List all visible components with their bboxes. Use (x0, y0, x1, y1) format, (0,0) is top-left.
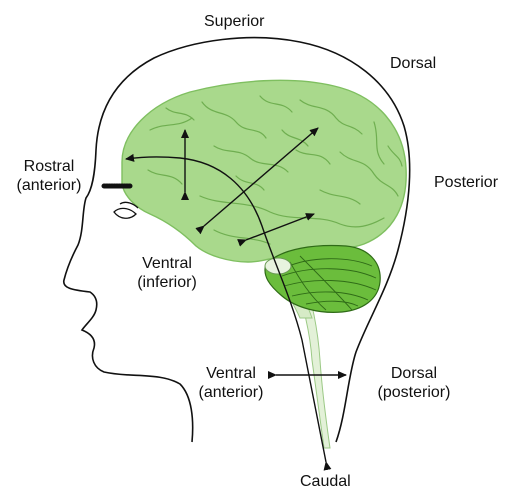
label-rostral-line1: Rostral (6, 157, 92, 176)
eye (114, 202, 138, 218)
label-dorsal-top: Dorsal (390, 54, 436, 73)
label-rostral-line2: (anterior) (6, 176, 92, 195)
label-ventral-cord: Ventral (anterior) (188, 364, 274, 402)
cerebrum (122, 80, 406, 262)
label-posterior: Posterior (434, 173, 498, 192)
label-ventral-cord-line2: (anterior) (188, 383, 274, 402)
label-rostral: Rostral (anterior) (6, 157, 92, 195)
label-ventral-brain: Ventral (inferior) (122, 254, 212, 292)
label-dorsal-cord: Dorsal (posterior) (368, 364, 460, 402)
label-ventral-brain-line2: (inferior) (122, 273, 212, 292)
label-dorsal-cord-line2: (posterior) (368, 383, 460, 402)
label-ventral-brain-line1: Ventral (122, 254, 212, 273)
brainstem-junction (265, 258, 291, 274)
label-superior: Superior (204, 12, 264, 31)
label-caudal: Caudal (300, 472, 351, 491)
label-dorsal-cord-line1: Dorsal (368, 364, 460, 383)
label-ventral-cord-line1: Ventral (188, 364, 274, 383)
